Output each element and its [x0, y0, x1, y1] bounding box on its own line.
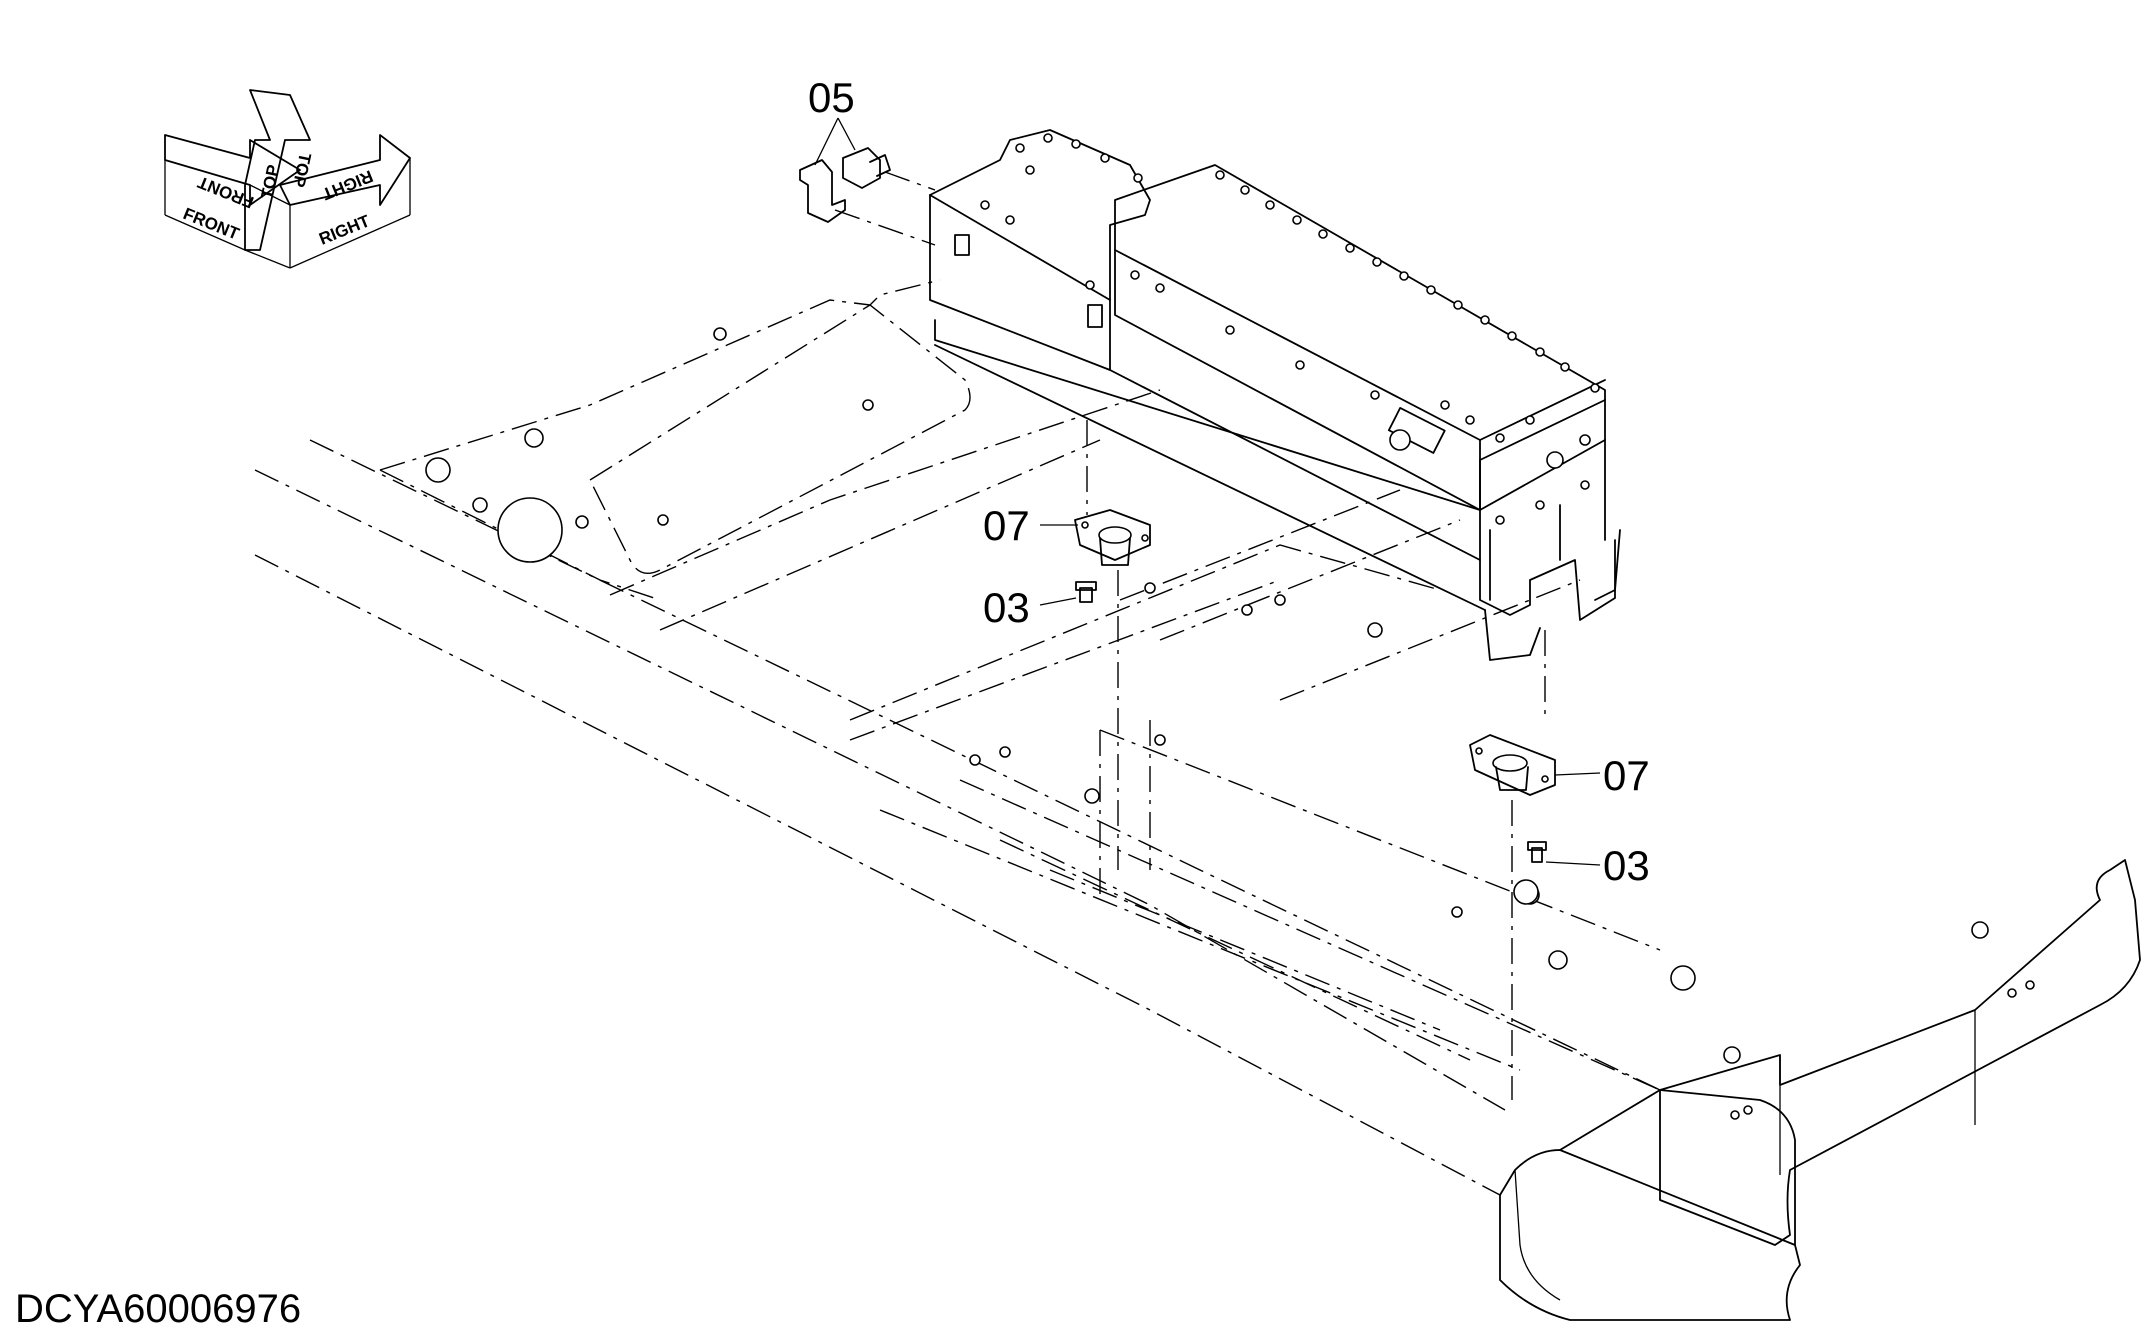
- right-label: RIGHT: [316, 211, 373, 249]
- callout-05: 05: [808, 74, 856, 166]
- callout-05-label: 05: [808, 74, 855, 121]
- orientation-indicator: FRONT FRONT TOP TOP RIGHT RIGHT: [164, 89, 411, 269]
- lid-bolts: [980, 133, 1600, 525]
- main-frame: [254, 439, 2141, 1321]
- bolt-03-right: [1527, 841, 1547, 863]
- mount-07-right: [1469, 630, 1556, 1100]
- bolt-03-left: [1075, 581, 1097, 603]
- callout-07-right: 07: [1554, 752, 1650, 799]
- callout-07-left-label: 07: [983, 502, 1030, 549]
- equipment-box: [929, 129, 1621, 661]
- mount-07-left: [1074, 420, 1151, 870]
- front-label: FRONT: [181, 204, 243, 244]
- drawing-code: DCYA60006976: [15, 1287, 301, 1331]
- callout-03-right-label: 03: [1603, 842, 1650, 889]
- upper-deck: [379, 279, 1696, 1091]
- callout-07-right-label: 07: [1603, 752, 1650, 799]
- right-label-mirror: RIGHT: [319, 166, 376, 204]
- fittings-05: [799, 147, 936, 246]
- callout-03-left-label: 03: [983, 584, 1030, 631]
- top-label: TOP: [257, 163, 283, 201]
- callout-03-right: 03: [1545, 842, 1650, 889]
- top-label-mirror: TOP: [289, 151, 315, 189]
- callout-07-left: 07: [983, 502, 1078, 549]
- callout-03-left: 03: [983, 584, 1077, 631]
